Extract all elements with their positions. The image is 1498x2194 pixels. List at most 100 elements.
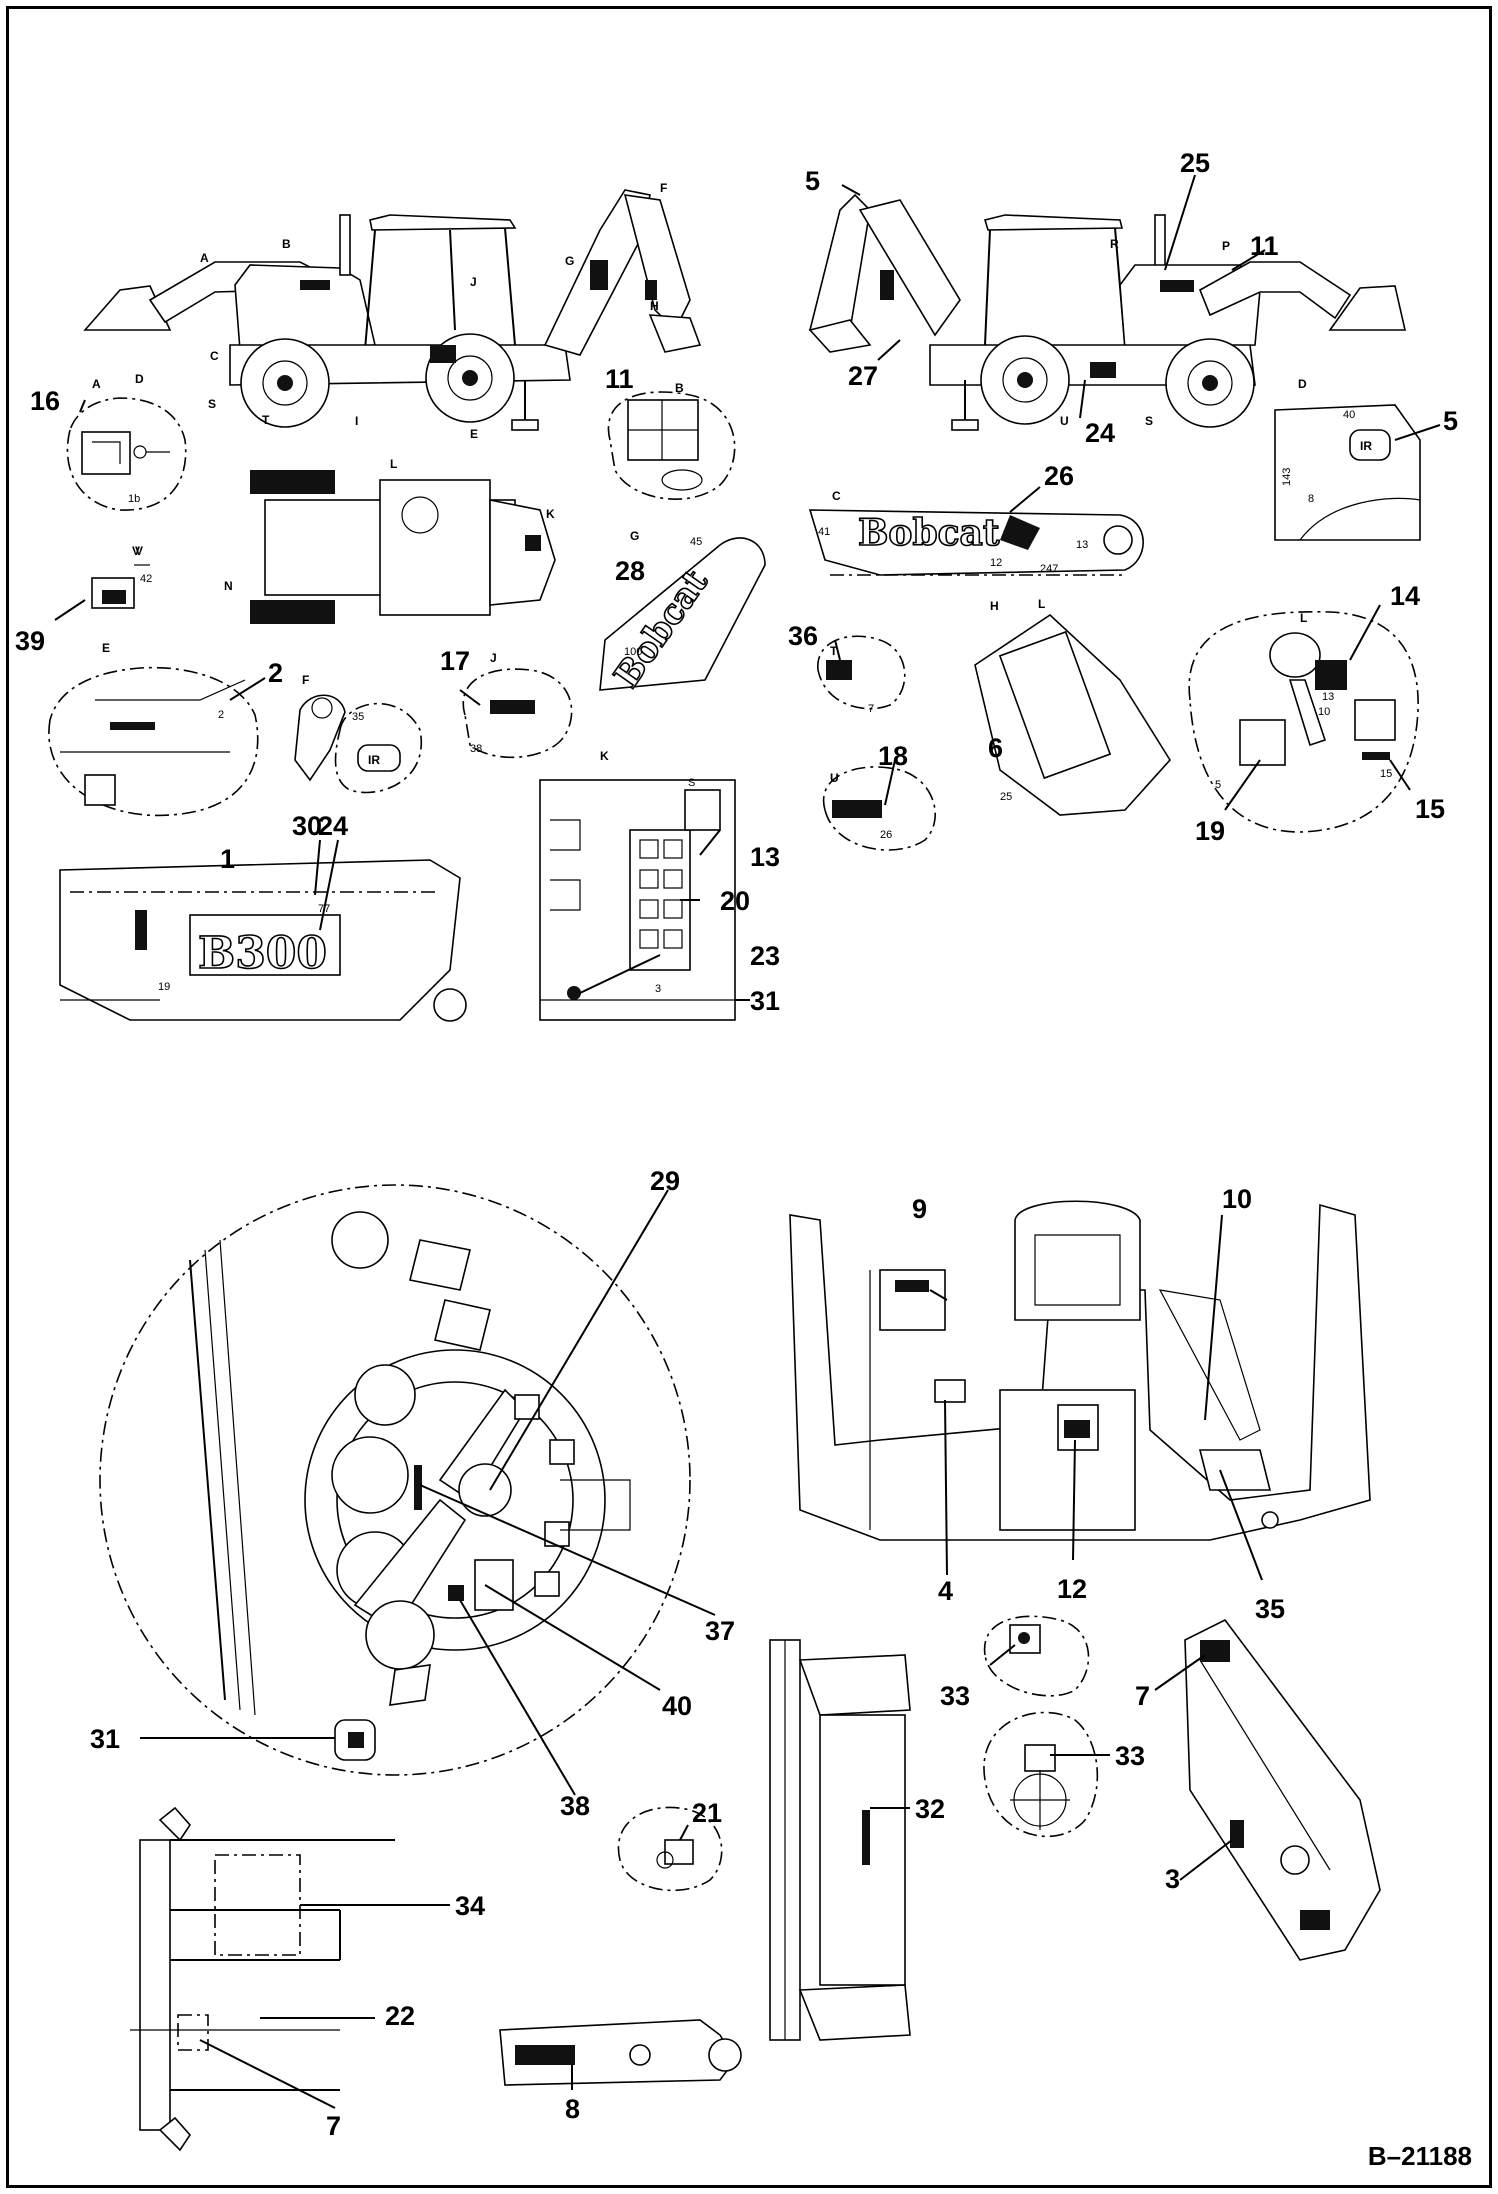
svg-text:IR: IR: [368, 753, 380, 767]
callout-26: 26: [1044, 461, 1074, 491]
svg-text:H: H: [650, 299, 659, 313]
svg-text:25: 25: [1000, 791, 1012, 803]
detail-3-7-arm: [1184, 1618, 1381, 1961]
svg-text:C: C: [832, 489, 841, 503]
svg-text:C: C: [210, 349, 219, 363]
drawing-code: B–21188: [1367, 2141, 1472, 2171]
detail-g: Bobcat 100 45 G: [599, 529, 766, 696]
svg-text:1b: 1b: [128, 493, 140, 505]
callout-31a: 31: [750, 986, 780, 1016]
svg-text:H: H: [990, 599, 999, 613]
svg-text:13: 13: [1322, 691, 1334, 703]
svg-text:7: 7: [868, 703, 874, 715]
callout-40: 40: [662, 1691, 692, 1721]
svg-text:13: 13: [1076, 539, 1088, 551]
svg-text:D: D: [1298, 377, 1307, 391]
svg-text:E: E: [470, 427, 478, 441]
machine-left-side-view: [83, 189, 702, 431]
detail-v: 42: [91, 564, 152, 609]
svg-text:42: 42: [140, 573, 152, 585]
svg-text:3: 3: [655, 983, 661, 995]
callout-20: 20: [720, 886, 750, 916]
callout-12: 12: [1057, 1574, 1087, 1604]
callout-34: 34: [455, 1891, 485, 1921]
detail-a-left: B: [607, 381, 736, 500]
svg-text:T: T: [262, 413, 270, 427]
callout-13: 13: [750, 842, 780, 872]
detail-t: 7: [817, 635, 906, 715]
svg-text:J: J: [470, 275, 477, 289]
callout-24a: 24: [318, 811, 348, 841]
callout-8: 8: [565, 2094, 580, 2124]
drawing-frame: [6, 6, 1492, 2188]
svg-text:15: 15: [1380, 768, 1392, 780]
svg-text:R: R: [1110, 237, 1119, 251]
callout-25: 25: [1180, 148, 1210, 178]
callout-22: 22: [385, 2001, 415, 2031]
callout-33a: 33: [940, 1681, 970, 1711]
svg-text:V: V: [132, 544, 140, 558]
cab-interior-view: [789, 1200, 1371, 1541]
svg-text:S: S: [208, 397, 216, 411]
detail-33-bottom: [983, 1711, 1099, 1838]
svg-text:F: F: [660, 181, 667, 195]
callout-7b: 7: [326, 2111, 341, 2141]
svg-text:S: S: [1145, 414, 1153, 428]
svg-text:IR: IR: [1360, 439, 1372, 453]
svg-text:L: L: [1300, 611, 1307, 625]
svg-text:A: A: [92, 377, 101, 391]
callout-17: 17: [440, 646, 470, 676]
callout-16: 16: [30, 386, 60, 416]
detail-e: 2 E: [48, 641, 259, 817]
svg-text:35: 35: [352, 711, 364, 723]
callout-39: 39: [15, 626, 45, 656]
svg-text:B: B: [675, 381, 684, 395]
callout-28: 28: [615, 556, 645, 586]
svg-text:12: 12: [990, 557, 1002, 569]
callout-33b: 33: [1115, 1741, 1145, 1771]
callout-23: 23: [750, 941, 780, 971]
detail-21: [617, 1806, 723, 1892]
svg-text:F: F: [302, 673, 309, 687]
machine-right-side-view: [808, 193, 1407, 431]
detail-u: 26: [822, 766, 936, 851]
callout-10: 10: [1222, 1184, 1252, 1214]
svg-text:I: I: [355, 414, 358, 428]
steering-column-detail: [99, 1184, 691, 1776]
svg-text:Bobcat: Bobcat: [858, 512, 1000, 554]
svg-text:100: 100: [624, 646, 642, 658]
callout-11b: 11: [605, 364, 634, 394]
svg-text:G: G: [630, 529, 639, 543]
svg-text:40: 40: [1343, 409, 1355, 421]
svg-text:A: A: [200, 251, 209, 265]
callout-38: 38: [560, 1791, 590, 1821]
detail-b300-panel: B300 77 19: [59, 859, 467, 1022]
callout-4: 4: [938, 1576, 953, 1606]
svg-text:247: 247: [1040, 563, 1058, 575]
svg-text:V: V: [135, 544, 143, 558]
svg-text:26: 26: [880, 829, 892, 841]
callout-6: 6: [988, 733, 1003, 763]
detail-rear-panel: [130, 1806, 395, 2152]
svg-text:B300: B300: [198, 928, 327, 979]
svg-text:J: J: [490, 651, 497, 665]
detail-c-right: IR 40 143 8: [1274, 404, 1421, 541]
svg-text:T: T: [830, 644, 838, 658]
svg-text:8: 8: [1308, 493, 1314, 505]
leader-lines: [54, 174, 1441, 2109]
detail-33-top: [983, 1615, 1090, 1697]
detail-j: 38 J: [462, 651, 573, 759]
callout-15: 15: [1415, 794, 1445, 824]
svg-text:U: U: [1060, 414, 1069, 428]
callout-19: 19: [1195, 816, 1225, 846]
svg-text:B: B: [282, 237, 291, 251]
callout-30: 30: [292, 811, 322, 841]
svg-text:S: S: [688, 777, 695, 789]
callout-1: 1: [220, 844, 235, 874]
svg-text:143: 143: [1281, 468, 1293, 486]
callout-21: 21: [692, 1798, 722, 1828]
svg-text:45: 45: [690, 536, 702, 548]
callout-11a: 11: [1250, 231, 1279, 261]
svg-text:E: E: [102, 641, 110, 655]
detail-b-arm: Bobcat 41 13 247 12: [808, 509, 1144, 576]
